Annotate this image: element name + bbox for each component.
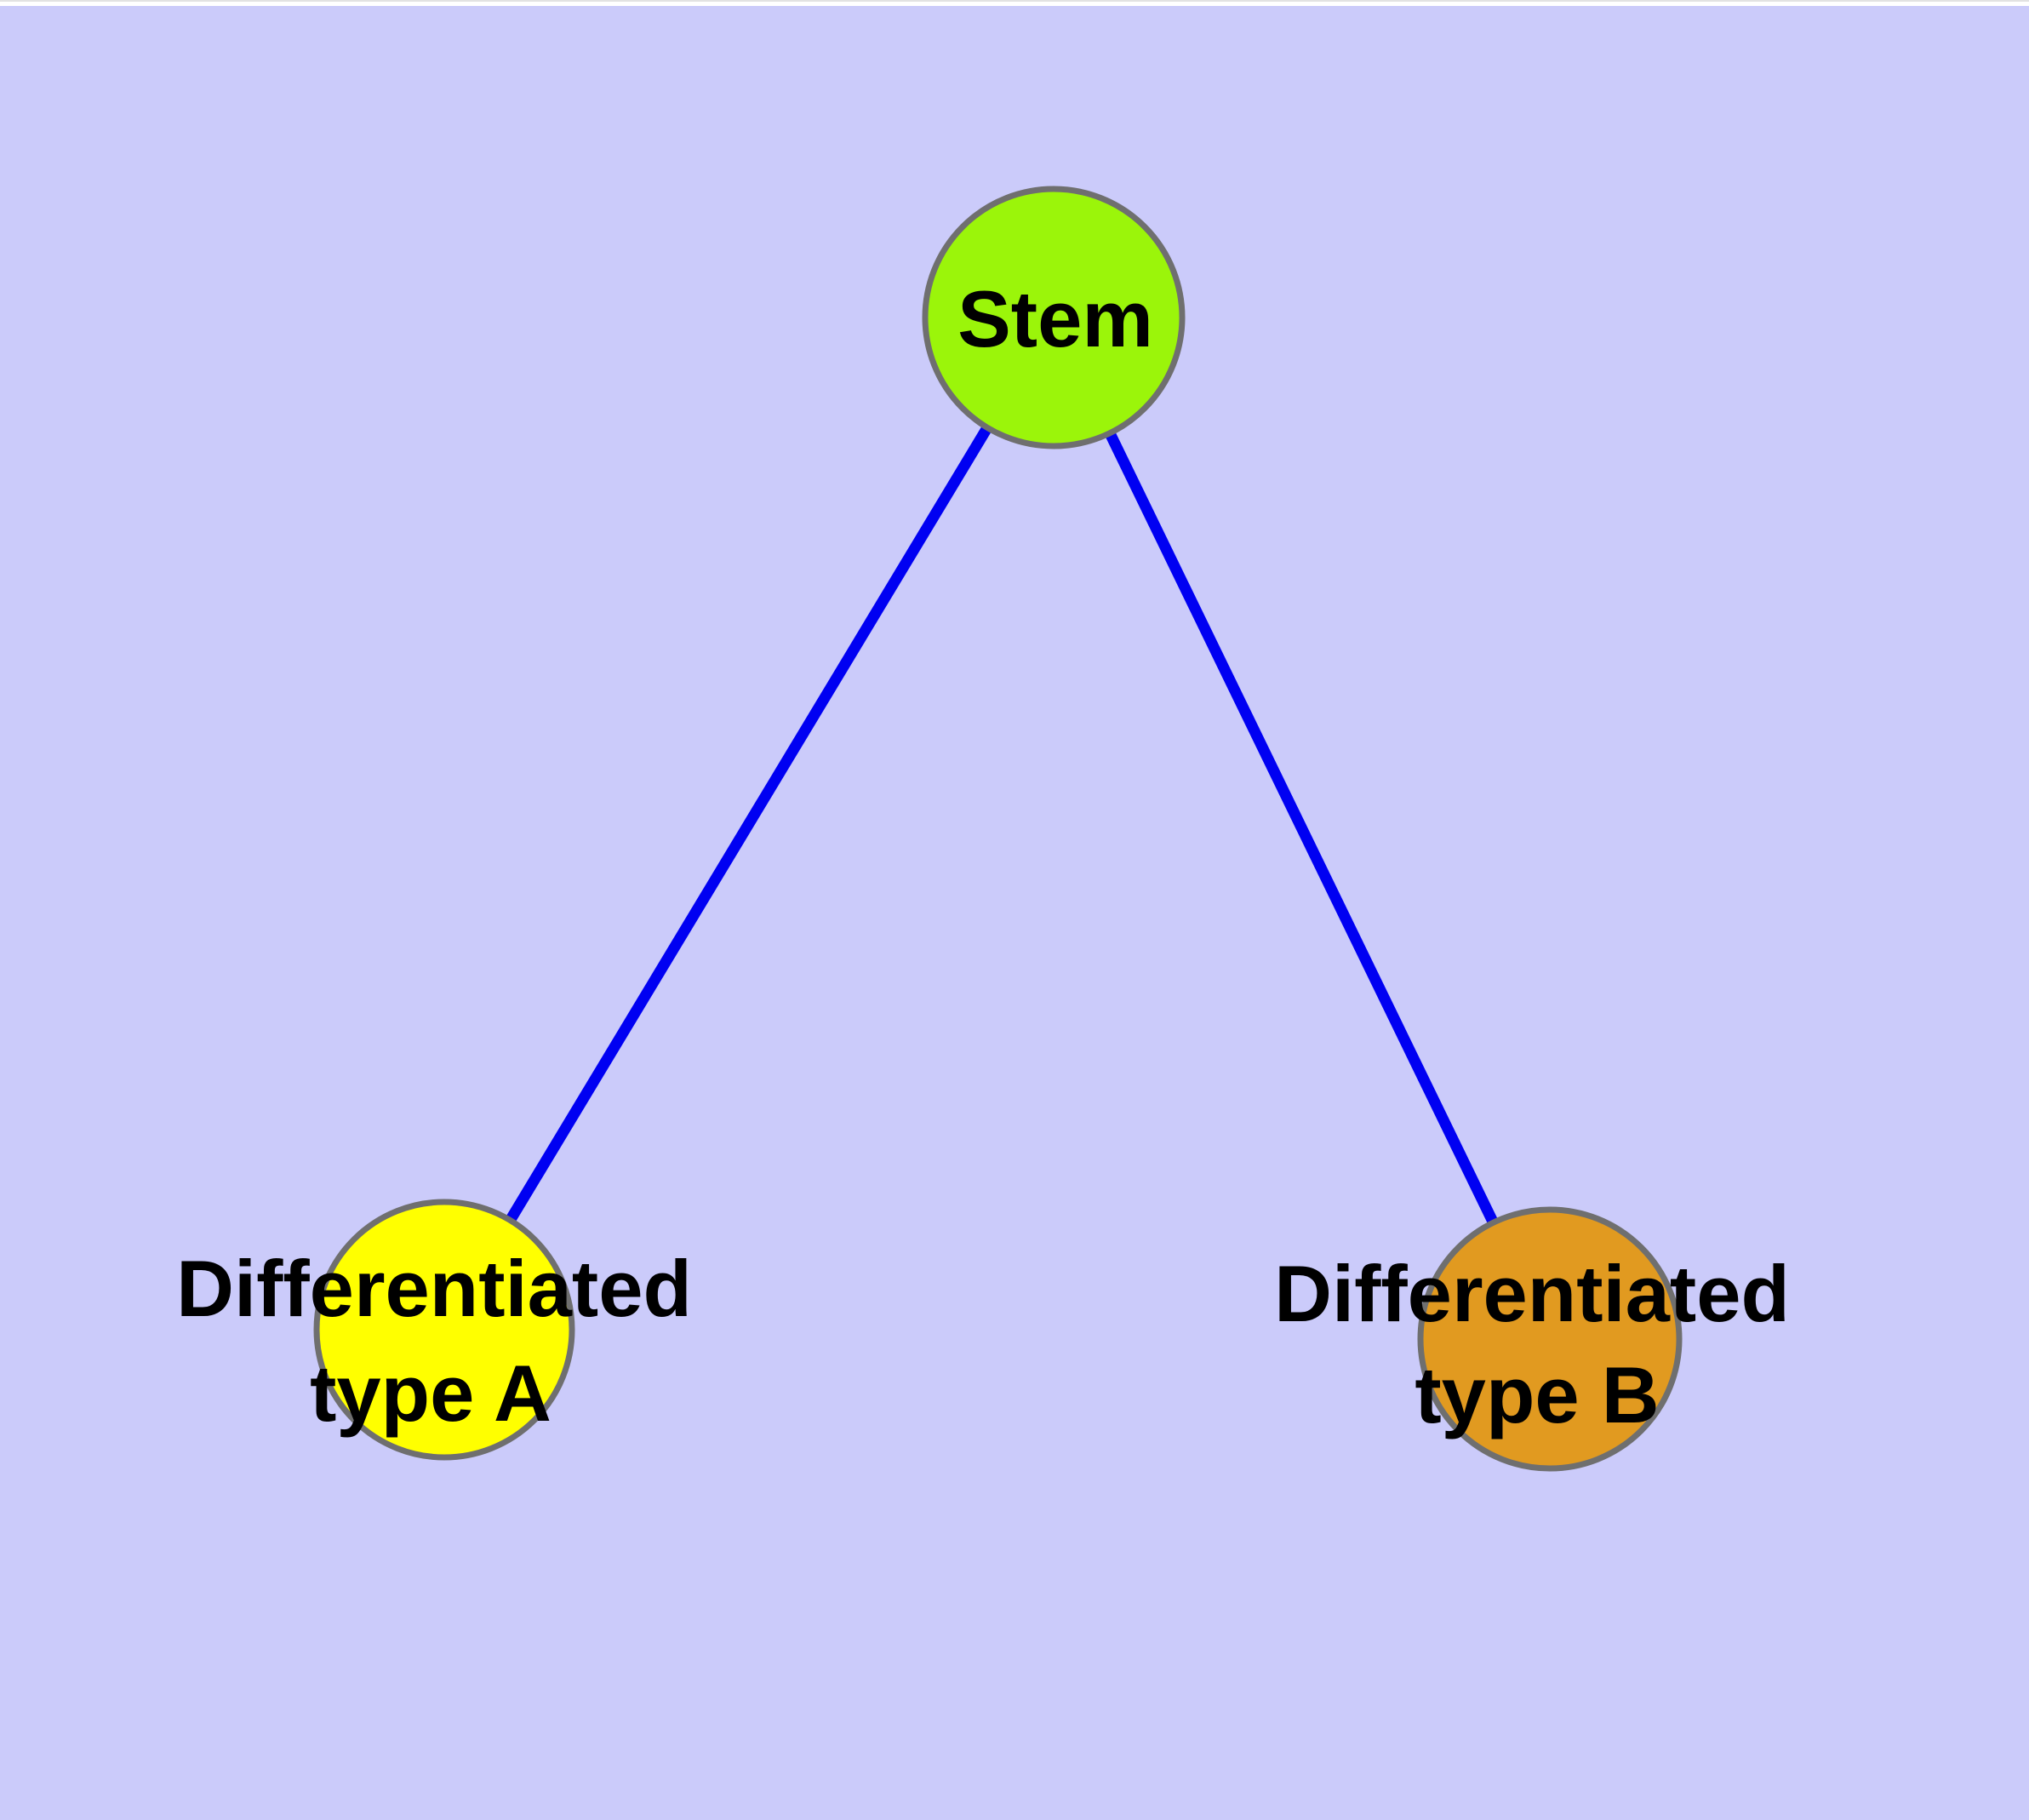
node-differentiated-type-a: Differentiated type A: [176, 1199, 692, 1461]
top-margin-hairline: [0, 0, 2029, 2]
node-stem: Stem: [922, 186, 1186, 449]
node-differentiated-type-a-label-line1: Differentiated: [176, 1244, 692, 1333]
node-differentiated-type-a-label-line2: type A: [310, 1348, 552, 1438]
node-differentiated-type-b: Differentiated type B: [1274, 1206, 1790, 1472]
node-differentiated-type-b-label-line2: type B: [1415, 1350, 1659, 1439]
edge-stem-to-type-a: [439, 314, 1059, 1333]
edge-stem-to-type-b: [1049, 315, 1555, 1342]
top-margin-strip: [0, 0, 2029, 6]
node-differentiated-type-b-label-line1: Differentiated: [1274, 1249, 1790, 1338]
edge-group: [439, 314, 1555, 1342]
node-stem-label: Stem: [957, 274, 1153, 363]
node-differentiated-type-a-circle: [313, 1199, 575, 1461]
node-stem-circle: [922, 186, 1186, 449]
node-differentiated-type-b-circle: [1417, 1206, 1683, 1472]
